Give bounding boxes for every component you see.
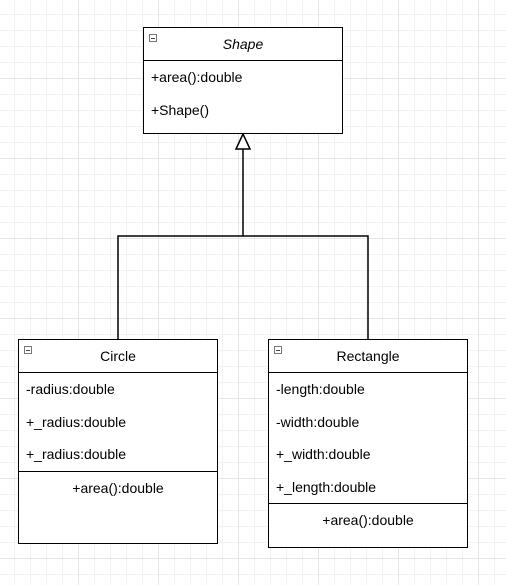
attribute-length[interactable]: -length:double [276,381,365,397]
attribute-length-accessor[interactable]: +_length:double [276,478,377,495]
attribute-radius-getter[interactable]: +_radius:double [26,413,127,430]
class-rectangle-attributes: -length:double -width:double +_width:dou… [269,372,467,503]
class-rectangle-operations: +area():double [269,503,467,537]
generalization-line[interactable] [117,149,244,340]
class-rectangle-header: Rectangle [269,340,467,372]
collapse-icon[interactable] [24,346,32,354]
class-shape[interactable]: Shape +area():double +Shape() [143,27,343,134]
attribute-width[interactable]: -width:double [276,413,360,430]
class-circle-attributes: -radius:double +_radius:double +_radius:… [19,372,217,471]
operation-area[interactable]: +area():double [322,512,414,528]
collapse-icon[interactable] [149,34,157,42]
attribute-width-accessor[interactable]: +_width:double [276,446,371,462]
class-name: Circle [100,348,136,364]
class-rectangle[interactable]: Rectangle -length:double -width:double +… [268,339,468,548]
class-shape-header: Shape [144,28,342,60]
collapse-icon[interactable] [274,346,282,354]
generalization-line[interactable] [243,235,369,340]
class-circle-header: Circle [19,340,217,372]
operation-area[interactable]: +area():double [72,479,164,496]
class-name: Rectangle [336,348,400,364]
class-circle[interactable]: Circle -radius:double +_radius:double +_… [18,339,218,544]
operation-area[interactable]: +area():double [151,69,243,85]
attribute-radius[interactable]: -radius:double [26,381,115,397]
inheritance-arrowhead [234,132,252,150]
class-name: Shape [222,36,264,52]
attribute-radius-setter[interactable]: +_radius:double [26,446,127,462]
class-circle-operations: +area():double [19,470,217,505]
operation-constructor[interactable]: +Shape() [151,101,209,118]
class-shape-members: +area():double +Shape() [144,60,342,126]
